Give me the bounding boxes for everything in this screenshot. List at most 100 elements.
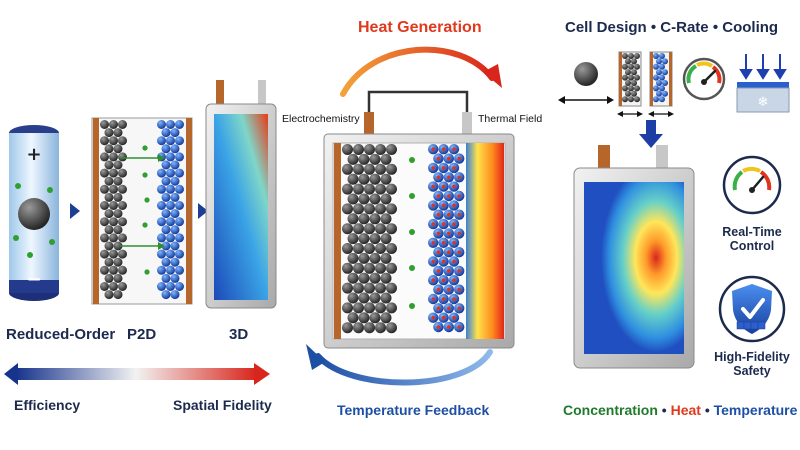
anode-particle (380, 153, 392, 165)
anode-particle (653, 96, 659, 103)
anode-particle (161, 160, 171, 170)
anode-particle (342, 302, 353, 314)
anode-particle (104, 209, 114, 219)
label-efficiency: Efficiency (14, 397, 81, 413)
anode-particle (175, 184, 184, 194)
anode-particle (653, 63, 659, 70)
anode-particle (170, 241, 180, 251)
particle-core (452, 278, 456, 283)
anode-particle (375, 282, 386, 294)
particle-core (452, 222, 456, 226)
p2d-cell (91, 117, 193, 305)
particle-core (431, 315, 436, 320)
anode-particle (166, 282, 175, 291)
heat-generation-arrow (340, 46, 495, 97)
anode-particle (358, 213, 370, 225)
particle-core (447, 212, 451, 217)
footer-temperature: Temperature (713, 402, 798, 418)
design-title-sep: • (712, 19, 719, 36)
anode-particle (118, 152, 127, 162)
anode-particle (369, 292, 381, 304)
label-electrochemistry: Electrochemistry (282, 113, 360, 125)
design-title-cell-design: Cell Design (565, 19, 647, 36)
anode-particle (347, 153, 359, 165)
label-safety-line1: High-Fidelity (714, 350, 790, 364)
anode-particle (380, 213, 392, 225)
particle-core (431, 259, 436, 264)
anode-particle (118, 136, 127, 146)
anode-particle (109, 201, 118, 210)
particle-core (447, 325, 451, 329)
anode-particle (353, 282, 364, 294)
particle-core (441, 315, 446, 320)
anode-particle (386, 223, 397, 235)
anode-particle (109, 249, 118, 259)
anode-particle (175, 249, 184, 259)
anode-particle (347, 252, 359, 264)
anode-particle (170, 192, 180, 202)
anode-particle (369, 213, 381, 225)
anode-particle (109, 136, 118, 146)
anode-particle (118, 217, 127, 227)
anode-particle (109, 120, 118, 129)
footer-sep: • (704, 402, 710, 418)
anode-particle (625, 80, 631, 86)
anode-particle (104, 290, 114, 300)
anode-particle (386, 262, 397, 274)
particle-core (452, 166, 456, 170)
anode-particle (631, 58, 637, 65)
anode-particle (622, 74, 628, 81)
anode-particle (659, 96, 665, 103)
anode-particle (634, 74, 640, 81)
anode-particle (628, 63, 634, 70)
anode-particle (353, 223, 364, 235)
anode-particle (353, 163, 364, 175)
anode-particle (342, 163, 353, 175)
anode-particle (113, 176, 123, 186)
anode-particle (170, 128, 180, 138)
particle-core (452, 259, 456, 264)
particle-core (447, 231, 451, 236)
anode-particle (118, 265, 127, 275)
particle-core (441, 222, 446, 226)
anode-particle (104, 176, 114, 186)
anode-particle (109, 282, 118, 291)
anode-particle (358, 173, 370, 185)
anode-particle (113, 241, 123, 251)
p2d-ion-flow (120, 145, 165, 275)
size-arrow-icon (558, 96, 614, 104)
anode-particle (161, 241, 171, 251)
anode-particle (375, 322, 386, 334)
footer-heat: Heat (670, 402, 701, 418)
anode-particle (364, 163, 375, 175)
anode-particle (113, 160, 123, 170)
particle-core (431, 297, 436, 301)
particle-core (457, 231, 462, 236)
anode-particle (109, 265, 118, 275)
anode-particle (656, 69, 662, 76)
label-reduced-order: Reduced-Order (6, 326, 116, 343)
anode-particle (353, 243, 364, 254)
anode-particle (104, 257, 114, 267)
anode-particle (364, 203, 375, 215)
particle-core (436, 194, 441, 198)
anode-particle (170, 225, 180, 235)
anode-particle (653, 85, 659, 92)
anode-particle (161, 176, 171, 186)
anode-particle (161, 290, 171, 300)
anode-particle (353, 322, 364, 334)
anode-particle (109, 217, 118, 227)
anode-particle (380, 272, 392, 284)
three-d-cell (205, 80, 277, 309)
anode-particle (622, 63, 628, 70)
anode-particle (364, 144, 375, 155)
anode-particle (386, 183, 397, 195)
anode-particle (100, 184, 109, 194)
anode-particle (170, 257, 180, 267)
anode-particle (342, 223, 353, 235)
anode-particle (380, 252, 392, 264)
anode-particle (375, 203, 386, 215)
anode-particle (109, 168, 118, 178)
anode-particle (166, 184, 175, 194)
